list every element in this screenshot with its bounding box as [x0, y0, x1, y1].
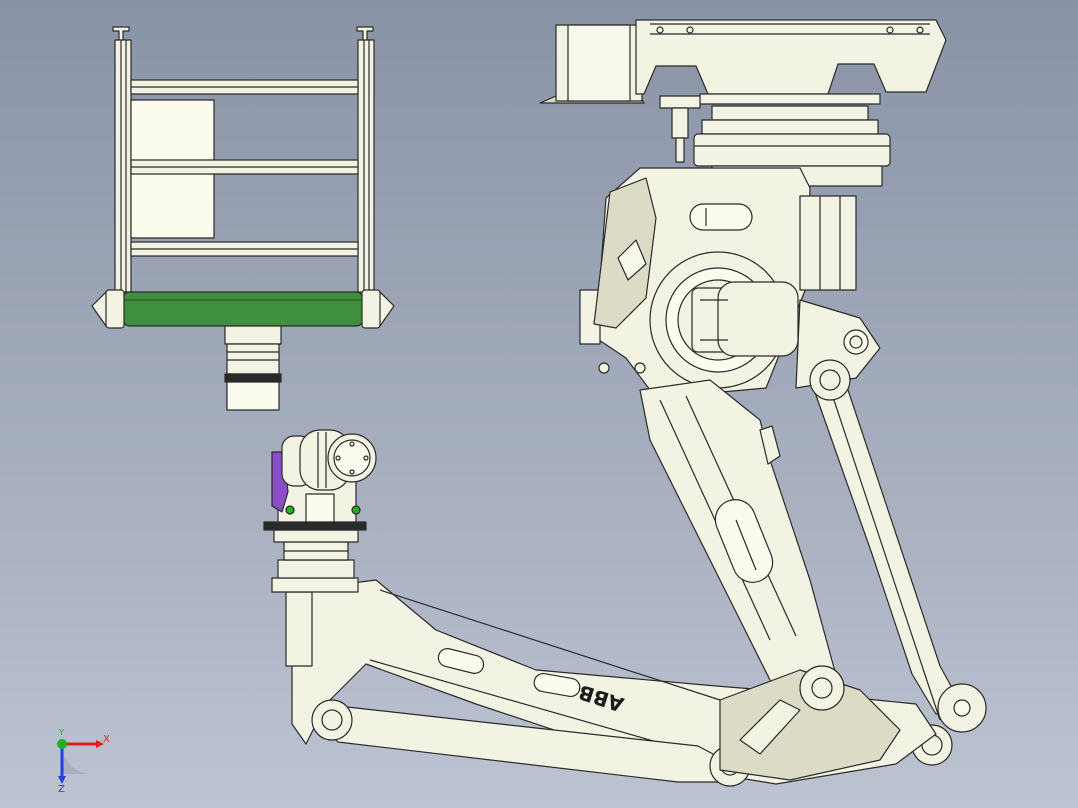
wrist-tool[interactable] — [263, 429, 377, 579]
frame-screw-left — [112, 26, 130, 42]
frame-screw-right — [356, 26, 374, 42]
shoulder-motor — [799, 195, 857, 291]
base-turntable — [693, 133, 891, 167]
triad-x-label: X — [103, 734, 110, 745]
shoulder-joint-motor — [717, 281, 799, 357]
view-triad[interactable] — [57, 739, 104, 784]
triad-y-label: Y — [59, 728, 64, 737]
base-top-casting — [635, 19, 947, 95]
upper-arm[interactable] — [639, 379, 841, 701]
link-rod-body — [811, 365, 963, 715]
frame-shaft-tip — [226, 381, 280, 411]
triad-y-axis — [57, 739, 67, 749]
forearm-slot-1 — [437, 648, 485, 674]
forearm-slot-2 — [533, 672, 581, 698]
gripper-frame[interactable] — [91, 26, 395, 411]
frame-rail-left — [114, 39, 132, 293]
forearm[interactable]: ABB — [271, 577, 937, 787]
robot-base-housing[interactable] — [539, 19, 947, 187]
frame-rail-right — [357, 39, 375, 293]
frame-shaft-collar — [224, 325, 282, 345]
shoulder-housing[interactable] — [579, 167, 881, 399]
shoulder-slot — [689, 203, 753, 231]
frame-roller — [121, 291, 365, 327]
triad-z-label: Z — [58, 784, 65, 795]
